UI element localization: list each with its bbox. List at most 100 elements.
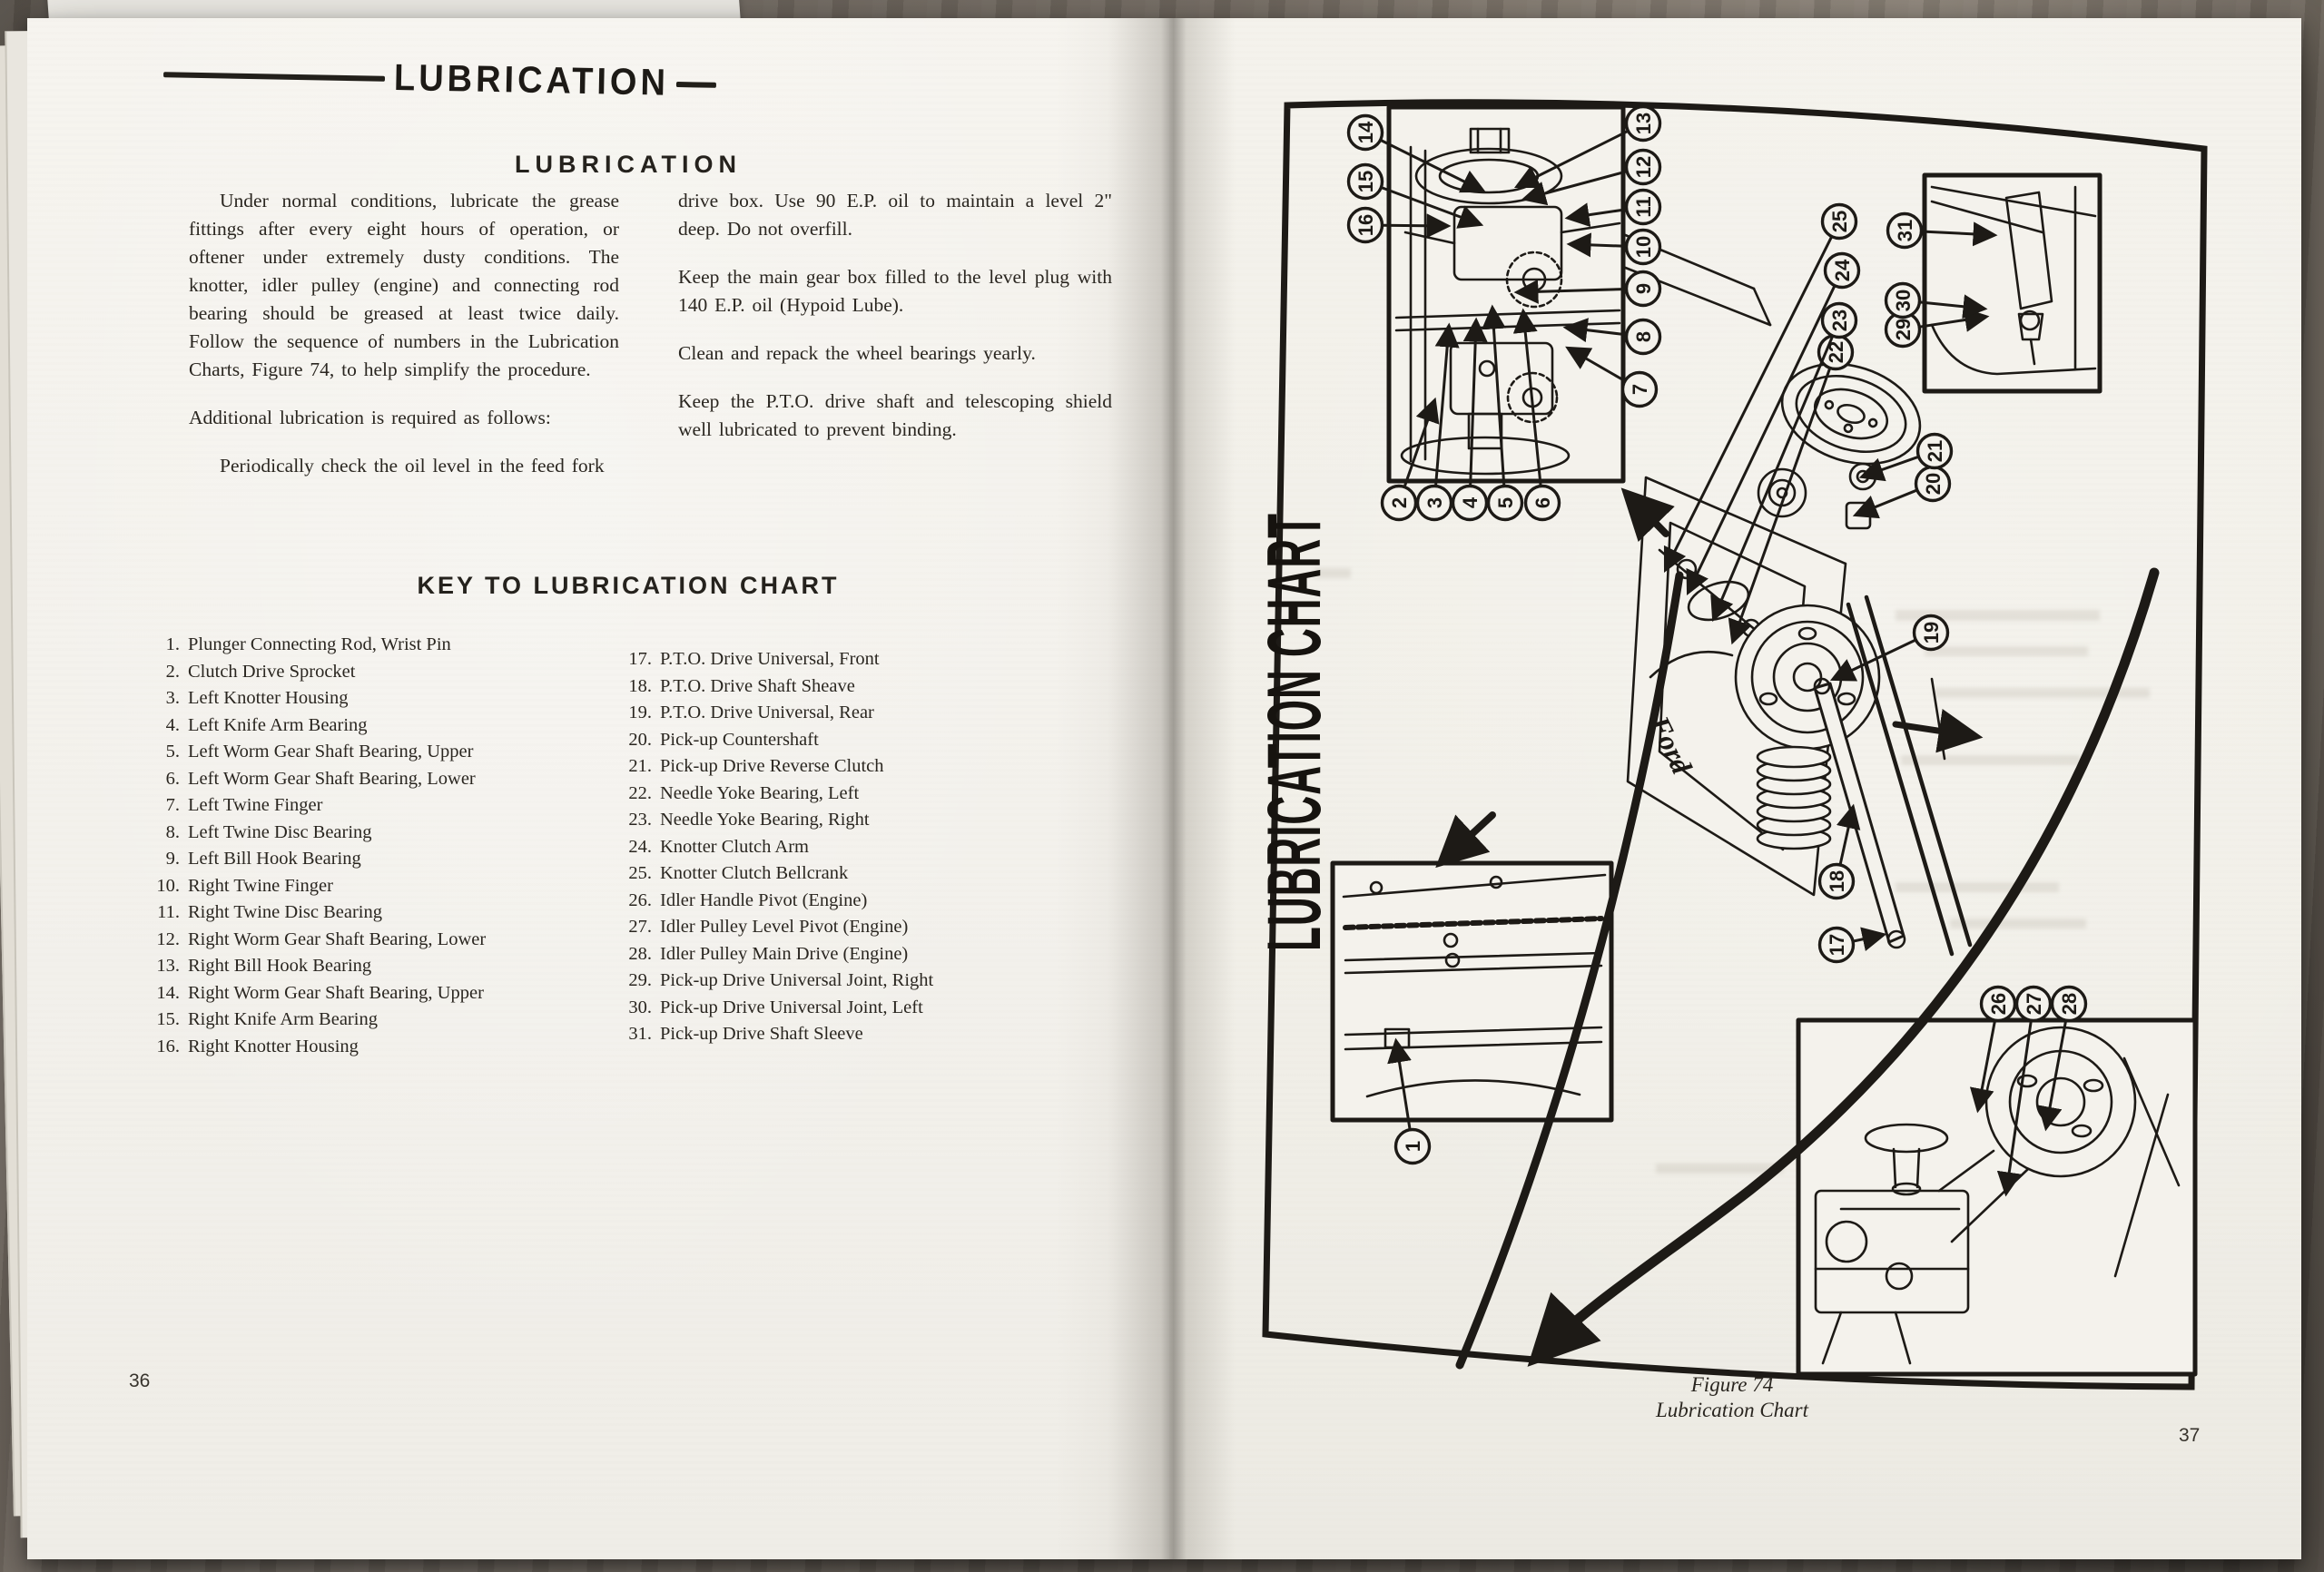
callout-leader-line	[1564, 202, 1627, 228]
belt-curve-left	[1455, 571, 1684, 1370]
key-list-item: 8.Left Twine Disc Bearing	[129, 820, 583, 847]
callout-marker	[1820, 301, 1858, 339]
callout-marker	[1380, 484, 1418, 522]
key-list-item: 16.Right Knotter Housing	[129, 1034, 583, 1061]
key-item-number: 4.	[165, 714, 180, 735]
key-item-number: 13.	[156, 956, 180, 976]
callout-number: 19	[1920, 622, 1943, 644]
inset-plunger-detail	[1330, 860, 1614, 1123]
inset-pickup-drive	[1922, 172, 2102, 394]
figure-caption-line2: Lubrication Chart	[1655, 1399, 1809, 1421]
callout-marker	[1884, 281, 1922, 319]
callout-leader-line	[1663, 235, 1834, 574]
key-item-label: Idler Pulley Level Pivot (Engine)	[660, 917, 909, 937]
key-list-item: 29.Pick-up Drive Universal Joint, Right	[601, 968, 1109, 995]
callout-leader-line	[1481, 304, 1506, 486]
key-item-label: Pick-up Drive Universal Joint, Left	[660, 997, 923, 1017]
key-item-number: 7.	[165, 795, 180, 815]
key-item-number: 26.	[628, 889, 652, 910]
key-item-number: 22.	[628, 782, 652, 803]
callout-number: 18	[1826, 870, 1848, 892]
callout-marker	[1486, 484, 1524, 522]
key-list-item: 13.Right Bill Hook Bearing	[129, 953, 583, 980]
callout-marker	[1823, 251, 1861, 290]
key-item-label: Plunger Connecting Rod, Wrist Pin	[188, 634, 451, 654]
key-item-number: 28.	[628, 943, 652, 964]
callout-leader-line	[1434, 322, 1460, 486]
callout-marker	[1393, 1127, 1432, 1165]
key-item-number: 5.	[165, 742, 180, 761]
callout-marker	[1523, 484, 1561, 522]
flywheel	[1734, 604, 1881, 751]
callout-leader-line	[1403, 397, 1440, 488]
callout-marker	[1624, 104, 1662, 142]
callout-number: 24	[1831, 259, 1854, 281]
key-list-item: 24.Knotter Clutch Arm	[601, 834, 1109, 861]
key-list-item: 21.Pick-up Drive Reverse Clutch	[601, 753, 1109, 781]
bale-tension-spring	[1756, 745, 1832, 850]
key-item-number: 1.	[165, 634, 180, 654]
key-list-item: 27.Idler Pulley Level Pivot (Engine)	[601, 914, 1109, 941]
page-header-title: LUBRICATION	[393, 57, 670, 104]
callout-number: 21	[1924, 440, 1946, 462]
callout-marker	[1624, 188, 1662, 226]
key-item-label: Right Worm Gear Shaft Bearing, Upper	[188, 982, 484, 1003]
callout-number: 23	[1828, 309, 1851, 331]
callout-leader-line	[1521, 170, 1628, 206]
key-list-item: 10.Right Twine Finger	[129, 873, 583, 900]
key-item-label: Right Knife Arm Bearing	[188, 1009, 378, 1029]
body-column-left: Under normal conditions, lubricate the g…	[189, 187, 619, 500]
figure-caption-line1: Figure 74	[1690, 1373, 1774, 1396]
callout-marker	[1451, 484, 1489, 522]
key-item-label: Pick-up Drive Shaft Sleeve	[660, 1024, 863, 1044]
figure-caption: Figure 74 Lubrication Chart	[1505, 1372, 1959, 1423]
key-item-number: 2.	[165, 661, 180, 682]
key-item-number: 29.	[628, 970, 652, 990]
callout-marker	[1820, 202, 1858, 241]
callout-marker	[1817, 862, 1856, 900]
callout-number: 26	[1987, 993, 2010, 1015]
key-list-item: 20.Pick-up Countershaft	[601, 727, 1109, 754]
key-list-item: 3.Left Knotter Housing	[129, 685, 583, 712]
key-list-item: 28. Idler Pulley Main Drive (Engine)	[601, 941, 1109, 968]
key-item-number: 20.	[628, 729, 652, 750]
key-list-item: 25. Knotter Clutch Bellcrank	[601, 860, 1109, 888]
key-list-item: 31.Pick-up Drive Shaft Sleeve	[601, 1021, 1109, 1048]
bleed-through-text	[1315, 568, 2150, 1174]
key-list-item: 12.Right Worm Gear Shaft Bearing, Lower	[129, 927, 583, 954]
callout-leader-line	[1969, 1019, 1997, 1114]
key-item-label: P.T.O. Drive Universal, Front	[660, 649, 880, 669]
callout-leader-line	[1728, 367, 1832, 645]
key-item-label: Right Worm Gear Shaft Bearing, Lower	[188, 928, 487, 949]
key-item-number: 23.	[628, 810, 652, 830]
lubrication-chart-figure: LUBRICATION CHART	[1260, 99, 2208, 1390]
key-item-label: Left Knife Arm Bearing	[188, 714, 368, 735]
key-item-label: Idler Pulley Main Drive (Engine)	[660, 943, 909, 964]
callout-leader-line	[1513, 279, 1627, 304]
callout-marker	[1346, 113, 1384, 152]
key-item-label: Needle Yoke Bearing, Right	[660, 810, 870, 830]
key-item-label: Left Bill Hook Bearing	[188, 849, 361, 869]
callout-number: 14	[1354, 121, 1377, 143]
key-list-item: 22.Needle Yoke Bearing, Left	[601, 781, 1109, 808]
callout-number: 15	[1354, 171, 1377, 192]
callout-number: 4	[1459, 496, 1482, 508]
key-item-number: 6.	[165, 768, 180, 789]
left-page: LUBRICATION LUBRICATION Under normal con…	[27, 18, 1169, 1559]
key-item-number: 11.	[157, 902, 180, 922]
key-item-label: Knotter Clutch Arm	[660, 836, 809, 857]
drive-belt-curve	[1527, 567, 2160, 1367]
key-item-label: Left Twine Finger	[188, 795, 323, 815]
key-item-label: P.T.O. Drive Shaft Sheave	[660, 675, 855, 696]
key-item-number: 25.	[628, 863, 652, 883]
callout-leader-line	[1919, 294, 1988, 319]
key-item-label: Right Twine Disc Bearing	[188, 902, 382, 922]
callout-leader-line	[1996, 1020, 2033, 1197]
callout-marker	[1624, 148, 1662, 186]
key-item-label: Knotter Clutch Bellcrank	[660, 863, 849, 883]
body-paragraph: drive box. Use 90 E.P. oil to maintain a…	[678, 190, 1112, 240]
header-rule-left	[162, 71, 386, 82]
callout-number: 9	[1632, 283, 1655, 294]
